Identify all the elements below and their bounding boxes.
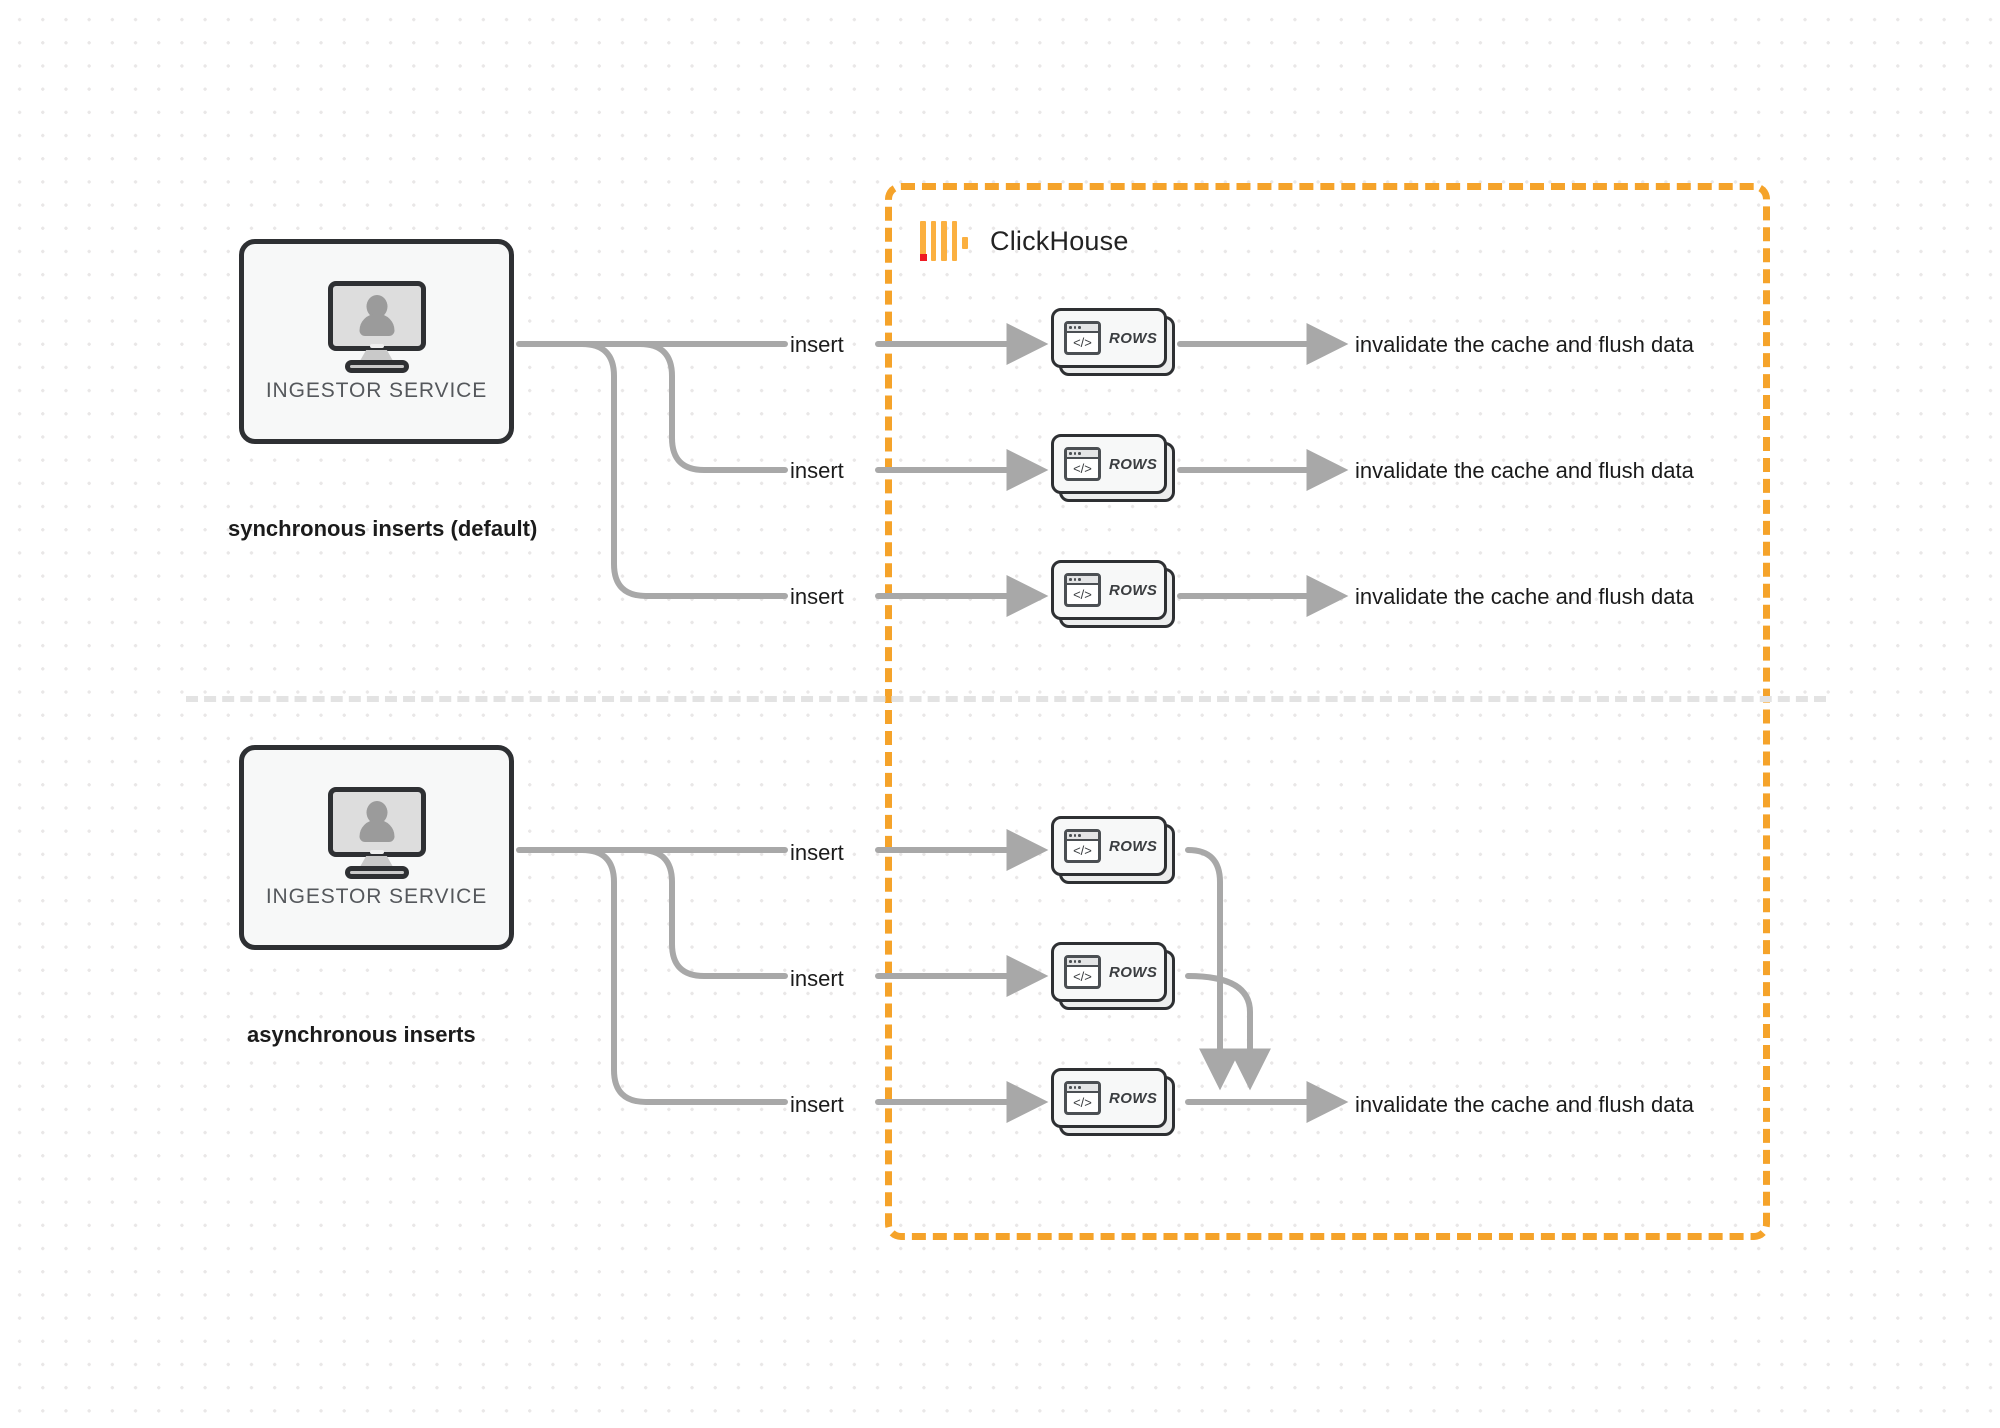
insert-label-sync-1: insert (790, 332, 844, 357)
user-head (366, 294, 387, 318)
clickhouse-brand-label: ClickHouse (990, 225, 1129, 256)
logo-bar-4 (951, 221, 958, 261)
result-label-async-merged: invalidate the cache and flush data (1355, 1092, 1694, 1117)
code-glyph: </> (1073, 334, 1092, 350)
code-window-icon: </> (1064, 955, 1101, 989)
ingestor-service-sync[interactable]: INGESTOR SERVICE (239, 239, 514, 444)
logo-bar-5 (962, 237, 968, 249)
rows-label: ROWS (1109, 1089, 1158, 1107)
caption-synchronous: synchronous inserts (default) (228, 516, 538, 541)
rows-label: ROWS (1109, 581, 1158, 599)
rows-card-sync-3[interactable]: </> ROWS (1051, 560, 1175, 628)
monitor-notch (369, 849, 384, 854)
logo-red-square (920, 254, 927, 261)
wire-async-branch-2 (637, 847, 788, 979)
code-glyph: </> (1073, 968, 1092, 984)
wire-async-branch-3 (579, 847, 788, 1105)
rows-label: ROWS (1109, 837, 1158, 855)
ingestor-service-label-sync: INGESTOR SERVICE (265, 378, 488, 402)
code-glyph: </> (1073, 1094, 1092, 1110)
user-body (359, 819, 394, 842)
clickhouse-logo (920, 221, 968, 261)
user-head (366, 800, 387, 824)
monitor-user-icon (327, 786, 426, 879)
rows-label: ROWS (1109, 963, 1158, 981)
window-titlebar (1067, 1084, 1098, 1093)
rows-card-front: </> ROWS (1051, 942, 1167, 1002)
clickhouse-boundary (885, 183, 1770, 1240)
monitor-base (344, 865, 409, 879)
rows-label: ROWS (1109, 455, 1158, 473)
monitor-notch (369, 343, 384, 348)
window-titlebar (1067, 324, 1098, 333)
code-window-icon: </> (1064, 447, 1101, 481)
code-window-icon: </> (1064, 321, 1101, 355)
logo-bar-2 (930, 221, 937, 261)
rows-label: ROWS (1109, 329, 1158, 347)
section-separator (186, 696, 1826, 702)
clickhouse-brand: ClickHouse (920, 215, 1129, 267)
rows-card-front: </> ROWS (1051, 560, 1167, 620)
window-titlebar (1067, 450, 1098, 459)
insert-label-async-1: insert (790, 840, 844, 865)
wire-sync-branch-3 (579, 341, 788, 599)
rows-card-front: </> ROWS (1051, 434, 1167, 494)
result-label-sync-2: invalidate the cache and flush data (1355, 458, 1694, 483)
code-window-icon: </> (1064, 829, 1101, 863)
rows-card-async-2[interactable]: </> ROWS (1051, 942, 1175, 1010)
rows-card-front: </> ROWS (1051, 1068, 1167, 1128)
monitor-user-icon (327, 280, 426, 373)
code-glyph: </> (1073, 842, 1092, 858)
rows-card-front: </> ROWS (1051, 816, 1167, 876)
rows-card-sync-2[interactable]: </> ROWS (1051, 434, 1175, 502)
wire-sync-branch-2 (637, 341, 788, 473)
window-titlebar (1067, 832, 1098, 841)
rows-card-async-3[interactable]: </> ROWS (1051, 1068, 1175, 1136)
result-label-sync-3: invalidate the cache and flush data (1355, 584, 1694, 609)
monitor-base (344, 359, 409, 373)
caption-asynchronous: asynchronous inserts (247, 1022, 476, 1047)
insert-label-async-3: insert (790, 1092, 844, 1117)
rows-card-async-1[interactable]: </> ROWS (1051, 816, 1175, 884)
ingestor-service-async[interactable]: INGESTOR SERVICE (239, 745, 514, 950)
result-label-sync-1: invalidate the cache and flush data (1355, 332, 1694, 357)
rows-card-front: </> ROWS (1051, 308, 1167, 368)
insert-label-sync-3: insert (790, 584, 844, 609)
code-glyph: </> (1073, 586, 1092, 602)
user-body (359, 313, 394, 336)
ingestor-service-label-async: INGESTOR SERVICE (265, 884, 488, 908)
code-window-icon: </> (1064, 1081, 1101, 1115)
window-titlebar (1067, 958, 1098, 967)
rows-card-sync-1[interactable]: </> ROWS (1051, 308, 1175, 376)
logo-bar-3 (941, 221, 947, 261)
code-glyph: </> (1073, 460, 1092, 476)
window-titlebar (1067, 576, 1098, 585)
insert-label-sync-2: insert (790, 458, 844, 483)
code-window-icon: </> (1064, 573, 1101, 607)
insert-label-async-2: insert (790, 966, 844, 991)
logo-bar-1 (920, 221, 926, 261)
